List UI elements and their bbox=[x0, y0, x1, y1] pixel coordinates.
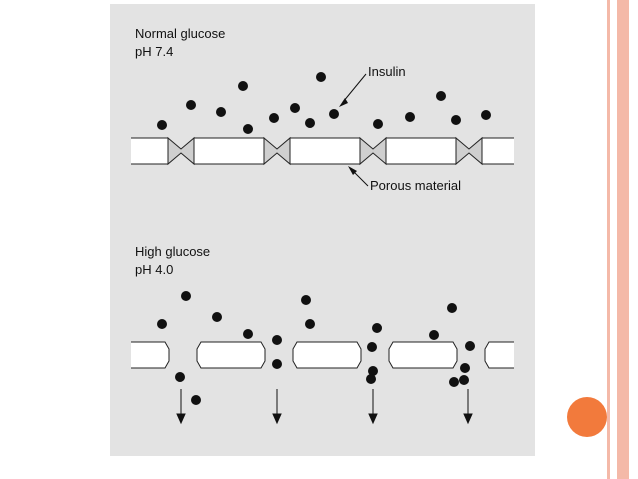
insulin-dot bbox=[272, 335, 282, 345]
insulin-dot bbox=[367, 342, 377, 352]
insulin-dot bbox=[459, 375, 469, 385]
bottom-membrane-segment bbox=[484, 341, 514, 369]
insulin-dot bbox=[449, 377, 459, 387]
insulin-dot bbox=[316, 72, 326, 82]
insulin-dot bbox=[175, 372, 185, 382]
insulin-dot bbox=[465, 341, 475, 351]
insulin-pointer-line bbox=[342, 73, 367, 103]
top-insulin-dots bbox=[157, 72, 491, 134]
top-membrane-segment bbox=[131, 137, 169, 165]
insulin-dot bbox=[368, 366, 378, 376]
top-condition-line2: pH 7.4 bbox=[135, 44, 173, 59]
insulin-dot bbox=[451, 115, 461, 125]
insulin-dot bbox=[191, 395, 201, 405]
insulin-dot bbox=[301, 295, 311, 305]
bottom-insulin-dots bbox=[157, 291, 475, 405]
bottom-membrane bbox=[131, 341, 514, 369]
insulin-dot bbox=[181, 291, 191, 301]
insulin-dot bbox=[460, 363, 470, 373]
release-arrows bbox=[176, 389, 473, 425]
insulin-dot bbox=[290, 103, 300, 113]
insulin-dot bbox=[212, 312, 222, 322]
slide-border-thin bbox=[607, 0, 610, 479]
bottom-condition-line1: High glucose bbox=[135, 244, 210, 259]
insulin-dot bbox=[429, 330, 439, 340]
down-arrow-icon bbox=[463, 413, 473, 425]
down-arrow-icon bbox=[176, 413, 186, 425]
insulin-dot bbox=[405, 112, 415, 122]
accent-circle bbox=[567, 397, 607, 437]
down-arrow-icon bbox=[368, 413, 378, 425]
insulin-pointer-arrowhead bbox=[339, 98, 348, 107]
top-pore-gate-closed bbox=[455, 136, 483, 166]
bottom-condition-line2: pH 4.0 bbox=[135, 262, 173, 277]
insulin-dot bbox=[238, 81, 248, 91]
top-membrane-segment bbox=[289, 137, 361, 165]
top-pore-gate-closed bbox=[167, 136, 195, 166]
material-label: Porous material bbox=[370, 178, 461, 193]
insulin-dot bbox=[157, 120, 167, 130]
insulin-dot bbox=[305, 118, 315, 128]
insulin-dot bbox=[436, 91, 446, 101]
insulin-dot bbox=[272, 359, 282, 369]
insulin-dot bbox=[329, 109, 339, 119]
insulin-dot bbox=[243, 124, 253, 134]
figure-panel: Normal glucose pH 7.4 bbox=[110, 4, 535, 456]
insulin-dot bbox=[305, 319, 315, 329]
insulin-dot bbox=[157, 319, 167, 329]
insulin-dot bbox=[269, 113, 279, 123]
material-pointer-arrowhead bbox=[348, 166, 357, 175]
slide-border-thick bbox=[617, 0, 629, 479]
bottom-membrane-segment bbox=[388, 341, 458, 369]
insulin-dot bbox=[216, 107, 226, 117]
insulin-dot bbox=[373, 119, 383, 129]
insulin-label: Insulin bbox=[368, 64, 406, 79]
top-membrane-segment bbox=[193, 137, 265, 165]
bottom-membrane-segment bbox=[196, 341, 266, 369]
bottom-membrane-segment bbox=[292, 341, 362, 369]
insulin-dot bbox=[481, 110, 491, 120]
insulin-dot bbox=[186, 100, 196, 110]
down-arrow-icon bbox=[272, 413, 282, 425]
top-membrane bbox=[131, 136, 514, 166]
insulin-dot bbox=[243, 329, 253, 339]
insulin-dot bbox=[447, 303, 457, 313]
top-condition-line1: Normal glucose bbox=[135, 26, 225, 41]
bottom-membrane-segment bbox=[131, 341, 170, 369]
diagram-svg: Normal glucose pH 7.4 bbox=[131, 26, 514, 425]
top-membrane-segment bbox=[385, 137, 457, 165]
top-pore-gate-closed bbox=[263, 136, 291, 166]
insulin-dot bbox=[372, 323, 382, 333]
insulin-dot bbox=[366, 374, 376, 384]
top-pore-gate-closed bbox=[359, 136, 387, 166]
top-membrane-segment bbox=[481, 137, 514, 165]
